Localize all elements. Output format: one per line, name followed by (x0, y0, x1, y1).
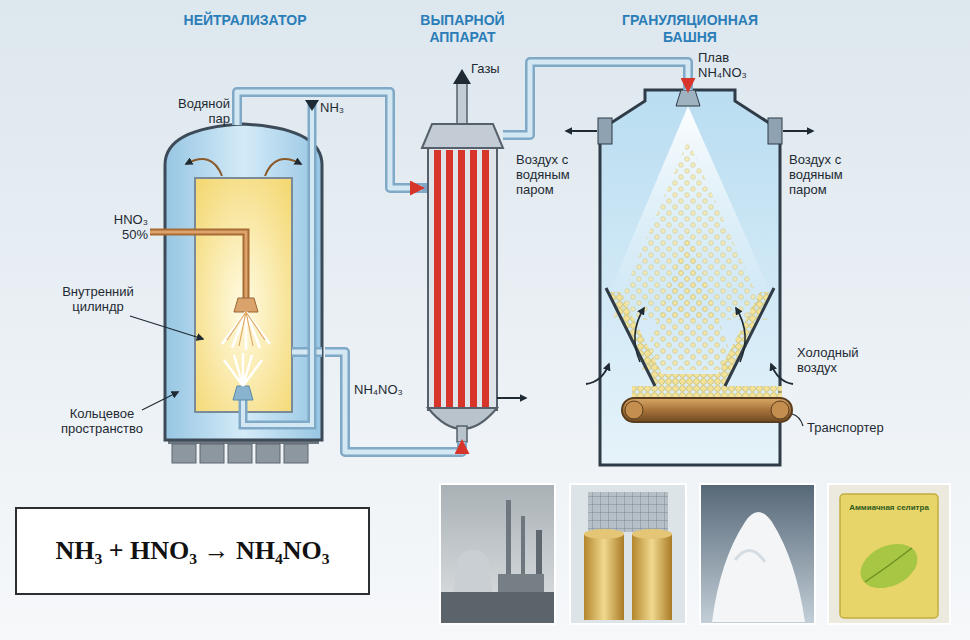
support-foot (228, 444, 252, 463)
ammonia-pipe (243, 104, 312, 425)
acid-pipe (150, 232, 246, 298)
bottom-nozzle (457, 426, 467, 442)
building (441, 592, 554, 623)
granule-cloud (640, 230, 736, 370)
spray (227, 312, 265, 346)
flow-label: Воздух с водяным паром (516, 152, 594, 197)
pipe-connector (503, 62, 688, 135)
product-heap (712, 512, 805, 622)
neutralizer: НЕЙТРАЛИЗАТОР (165, 125, 325, 465)
reagent-label: NH₃ (320, 100, 360, 115)
pipe-core (503, 62, 688, 135)
heating-tube (446, 150, 453, 408)
funnel (606, 288, 774, 386)
ammonia-nozzle (233, 386, 253, 400)
reagent-label: HNO₃ 50% (94, 212, 148, 242)
acid-pipe (150, 232, 246, 298)
outlet-pipe (292, 347, 322, 357)
flow-arrow (305, 100, 319, 111)
conveyor (622, 398, 792, 422)
pipe-wall (325, 352, 462, 452)
flow-arrow (186, 159, 222, 176)
photo-frame (570, 484, 686, 624)
ammonia-pipe (243, 104, 312, 425)
flow-arrow (265, 159, 301, 176)
leaf-vein (865, 548, 912, 582)
heap-shade (735, 550, 765, 562)
photo-frame (440, 484, 555, 624)
lattice (588, 492, 668, 532)
photo-frame (700, 484, 815, 624)
pipe-core (237, 92, 422, 188)
evaporator: ВЫПАРНОЙ АППАРАТ (422, 120, 503, 442)
silo-top (584, 529, 624, 539)
spray (222, 312, 270, 350)
spray-nozzle (676, 90, 700, 106)
evaporator-shell (428, 148, 497, 410)
flow-label: Холодный воздух (797, 345, 881, 375)
flow-arrow (453, 69, 471, 84)
equipment-heading: НЕЙТРАЛИЗАТОР (153, 12, 337, 29)
silo (584, 534, 624, 620)
pipe-core (325, 352, 462, 452)
granule-pile (632, 386, 782, 398)
part-label: Кольцевое пространство (44, 406, 160, 436)
heating-tube (458, 150, 465, 408)
leader-line (142, 392, 178, 410)
support-foot (172, 444, 196, 463)
silo-top (632, 529, 672, 539)
part-label: Транспортер (807, 420, 907, 435)
outlet-pipe (292, 350, 322, 355)
pipe-wall (237, 92, 422, 188)
heating-tube (470, 150, 477, 408)
leader-line (130, 316, 203, 339)
air-arrow (586, 364, 609, 384)
air-outlet (768, 118, 782, 144)
pipe-wall (503, 62, 688, 135)
pipe-connector (237, 92, 422, 188)
support-foot (256, 444, 280, 463)
photo-frame (828, 484, 950, 624)
flow-arrow (566, 130, 597, 132)
equation-box: NH₃ + HNO₃ → NH₄NO₃ (15, 507, 370, 595)
condensate-arrow (497, 397, 526, 399)
pipe-connector (325, 352, 462, 452)
support-foot (200, 444, 224, 463)
package-text: Аммиачная селитра (842, 503, 936, 513)
building (588, 492, 668, 532)
air-outlet (598, 118, 612, 144)
spray (224, 353, 262, 386)
flow-label: Газы (471, 61, 517, 76)
leaf (853, 535, 924, 597)
flow-label: Плав NH₄NO₃ (698, 50, 760, 80)
flow-arrow (783, 130, 813, 132)
equipment-heading: ГРАНУЛЯЦИОННАЯ БАШНЯ (603, 12, 777, 46)
conveyor-roller (771, 401, 789, 419)
equipment-heading: ВЫПАРНОЙ АППАРАТ (407, 12, 518, 46)
product-bag (840, 494, 938, 618)
silo (632, 534, 672, 620)
part-label: Внутренний цилиндр (46, 284, 150, 314)
acid-nozzle (234, 298, 258, 312)
heating-tube (482, 150, 489, 408)
granulation-tower: ГРАНУЛЯЦИОННАЯ БАШНЯ (600, 90, 780, 465)
support-foot (284, 444, 308, 463)
flow-label: Водяной пар (156, 96, 230, 126)
air-arrow (736, 308, 745, 362)
conveyor-roller (625, 401, 643, 419)
flow-label: Воздух с водяным паром (789, 152, 869, 197)
air-arrow (771, 364, 793, 384)
air-arrow (635, 308, 644, 362)
heating-tube (434, 150, 441, 408)
evaporator-cap (422, 124, 503, 148)
flow-label: NH₄NO₃ (354, 382, 424, 397)
leader-line (792, 414, 803, 426)
equation-text: NH₃ + HNO₃ → NH₄NO₃ (55, 536, 329, 566)
gas-pipe (457, 82, 467, 126)
